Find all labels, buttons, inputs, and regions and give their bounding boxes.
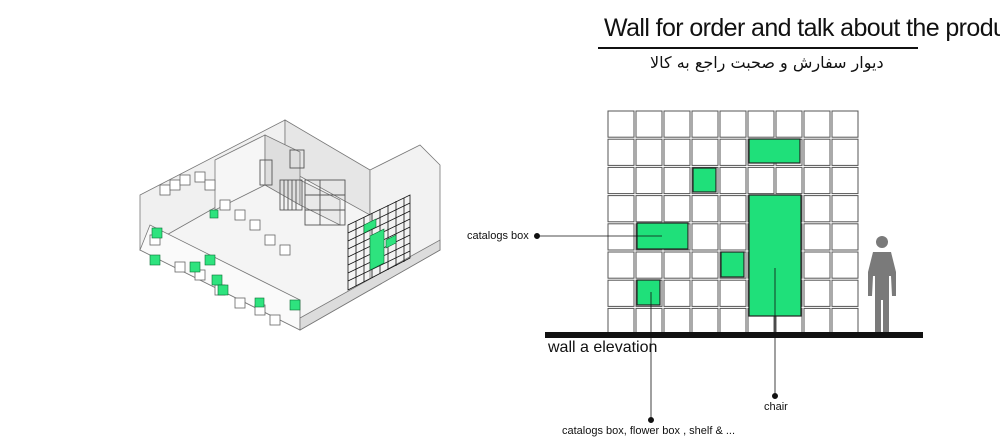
grid-cell xyxy=(719,110,747,138)
grid-cell xyxy=(635,110,663,138)
page-subtitle-persian: دیوار سفارش و صحبت راجع به کالا xyxy=(650,53,884,72)
label-catalogs-box: catalogs box xyxy=(467,230,529,242)
grid-cell xyxy=(775,110,803,138)
grid-cell xyxy=(831,166,859,195)
grid-cell xyxy=(719,195,747,223)
grid-cell xyxy=(719,279,747,307)
grid-cell xyxy=(635,166,663,195)
grid-cell xyxy=(831,279,859,307)
small-box xyxy=(692,167,717,193)
grid-cell xyxy=(607,138,635,166)
grid-cell xyxy=(719,166,747,195)
grid-cell xyxy=(719,307,747,336)
elevation-drawing xyxy=(534,110,923,423)
grid-cell xyxy=(831,195,859,223)
catalogs-box-top xyxy=(748,138,801,164)
grid-cell xyxy=(607,166,635,195)
grid-cell xyxy=(663,138,691,166)
label-catalogs-flower-shelf: catalogs box, flower box , shelf & ... xyxy=(562,425,736,437)
grid-cell xyxy=(719,223,747,251)
grid-cell xyxy=(691,251,719,279)
grid-cell xyxy=(663,279,691,307)
grid-cell xyxy=(775,166,803,195)
grid-cell xyxy=(803,138,831,166)
grid-cell xyxy=(803,166,831,195)
grid-cell xyxy=(607,279,635,307)
grid-cell xyxy=(691,138,719,166)
grid-cell xyxy=(747,166,775,195)
grid-cell xyxy=(831,138,859,166)
grid-cell xyxy=(691,223,719,251)
shelf-box xyxy=(636,279,661,306)
grid-cell xyxy=(663,110,691,138)
ground-line xyxy=(545,332,923,338)
grid-cell xyxy=(831,251,859,279)
grid-cell xyxy=(803,195,831,223)
leader-dot-chair xyxy=(772,392,779,399)
page-title: Wall for order and talk about the produc… xyxy=(604,14,1000,42)
grid-cell xyxy=(831,110,859,138)
grid-cell xyxy=(635,251,663,279)
grid-cell xyxy=(747,110,775,138)
title-underline xyxy=(598,47,918,49)
elevation-label: wall a elevation xyxy=(548,339,658,356)
grid-cell xyxy=(663,307,691,336)
grid-cell xyxy=(663,251,691,279)
grid-cell xyxy=(803,307,831,336)
grid-cell xyxy=(663,195,691,223)
grid-cell xyxy=(831,307,859,336)
grid-cell xyxy=(691,279,719,307)
grid-cell xyxy=(691,110,719,138)
small-box-lower xyxy=(720,251,745,278)
grid-cell xyxy=(691,195,719,223)
grid-cell xyxy=(663,166,691,195)
leader-dot-multi xyxy=(648,416,655,423)
grid-cell xyxy=(803,110,831,138)
grid-cell xyxy=(635,195,663,223)
grid-cell xyxy=(803,223,831,251)
label-chair: chair xyxy=(764,401,788,413)
grid-cell xyxy=(635,307,663,336)
grid-cell xyxy=(607,195,635,223)
grid-cell xyxy=(831,223,859,251)
grid-cell xyxy=(607,223,635,251)
grid-cell xyxy=(719,138,747,166)
grid-cell xyxy=(803,279,831,307)
grid-cell xyxy=(607,307,635,336)
leader-dot-catalogs xyxy=(534,232,541,239)
grid-cell xyxy=(607,251,635,279)
grid-cell xyxy=(635,138,663,166)
isometric-shop-view xyxy=(139,119,441,331)
human-silhouette xyxy=(868,236,896,332)
grid-cell xyxy=(691,307,719,336)
grid-cell xyxy=(607,110,635,138)
grid-cell xyxy=(803,251,831,279)
